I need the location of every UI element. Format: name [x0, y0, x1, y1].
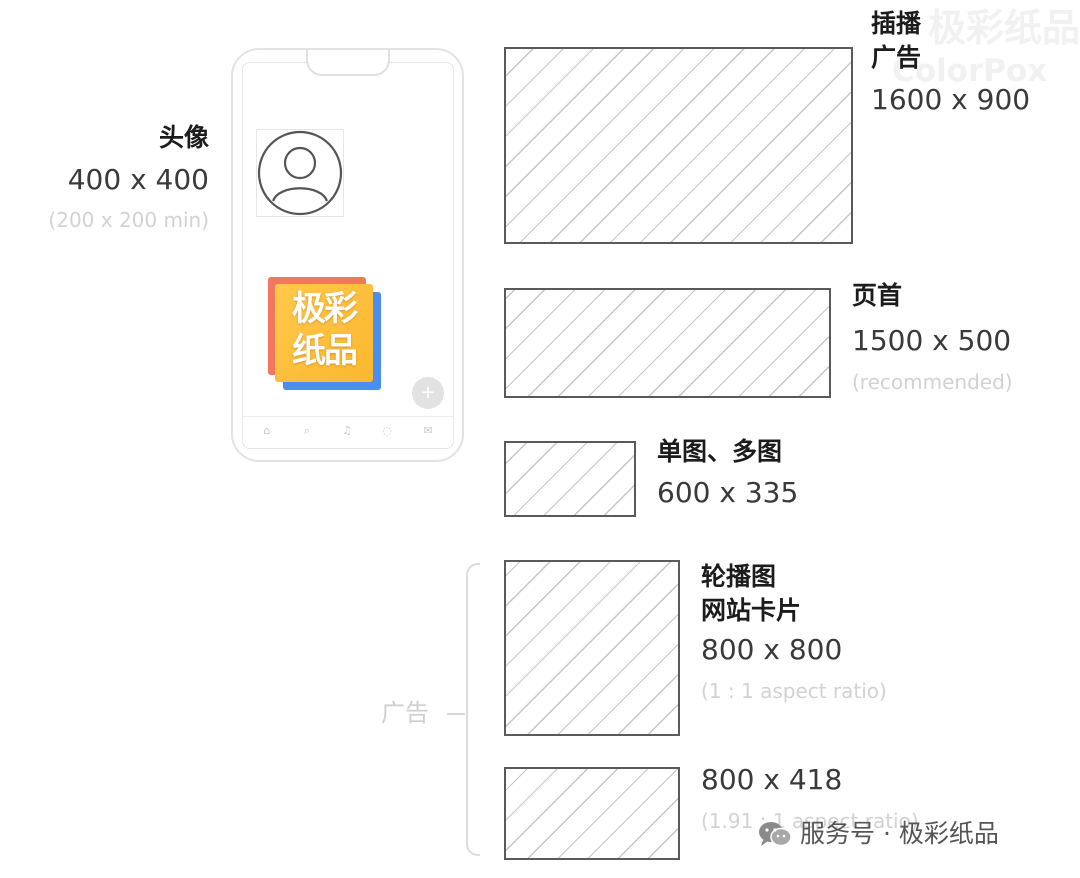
header-size: 1500 x 500 — [852, 324, 1012, 357]
carousel-note: (1 : 1 aspect ratio) — [701, 679, 887, 703]
watermark-text: 极彩纸品 — [928, 6, 1080, 50]
carousel-size: 800 x 800 — [701, 633, 843, 666]
interstitial-title-2: 广告 — [871, 43, 922, 72]
single-image-size: 600 x 335 — [657, 476, 799, 509]
ads-group-label: 广告 — [381, 699, 429, 727]
header-note: (recommended) — [852, 370, 1013, 394]
circle-icon[interactable]: ◌ — [382, 424, 392, 437]
avatar-icon — [257, 130, 343, 216]
phone-notch — [306, 50, 390, 76]
interstitial-placeholder — [504, 47, 853, 244]
search-icon[interactable]: ⌕ — [303, 424, 311, 437]
carousel-title-1: 轮播图 — [701, 562, 777, 591]
ads-bracket-tick — [447, 713, 465, 715]
single-image-placeholder — [504, 441, 636, 517]
header-title: 页首 — [852, 281, 903, 310]
ads-bracket — [466, 563, 480, 856]
single-image-title: 单图、多图 — [657, 437, 783, 466]
avatar-note: (200 x 200 min) — [48, 208, 209, 232]
logo-line-2: 纸品 — [292, 331, 358, 371]
watermark-subtext: ColorPox — [892, 53, 1048, 89]
carousel-placeholder — [504, 560, 680, 736]
wide-card-size: 800 x 418 — [701, 763, 843, 796]
tabbar-divider — [243, 416, 453, 417]
fab-plus-button[interactable]: + — [412, 377, 444, 409]
avatar-size: 400 x 400 — [67, 163, 209, 196]
credit-text: 服务号 · 极彩纸品 — [800, 819, 999, 848]
brand-logo: 极彩 纸品 — [275, 284, 373, 382]
wide-card-placeholder — [504, 767, 680, 860]
home-icon[interactable]: ⌂ — [263, 424, 271, 437]
wechat-icon — [759, 822, 792, 847]
interstitial-size: 1600 x 900 — [871, 83, 1031, 116]
interstitial-title-1: 插播 — [871, 9, 922, 38]
logo-line-1: 极彩 — [292, 289, 358, 329]
carousel-title-2: 网站卡片 — [701, 596, 802, 625]
header-placeholder — [504, 288, 831, 398]
avatar-title: 头像 — [158, 123, 209, 152]
mail-icon[interactable]: ✉ — [423, 424, 433, 437]
avatar-frame — [256, 129, 344, 217]
phone-frame — [231, 48, 464, 462]
wide-card-note: (1.91 : 1 aspect ratio) — [701, 809, 919, 833]
bell-icon[interactable]: ♫ — [342, 424, 352, 437]
